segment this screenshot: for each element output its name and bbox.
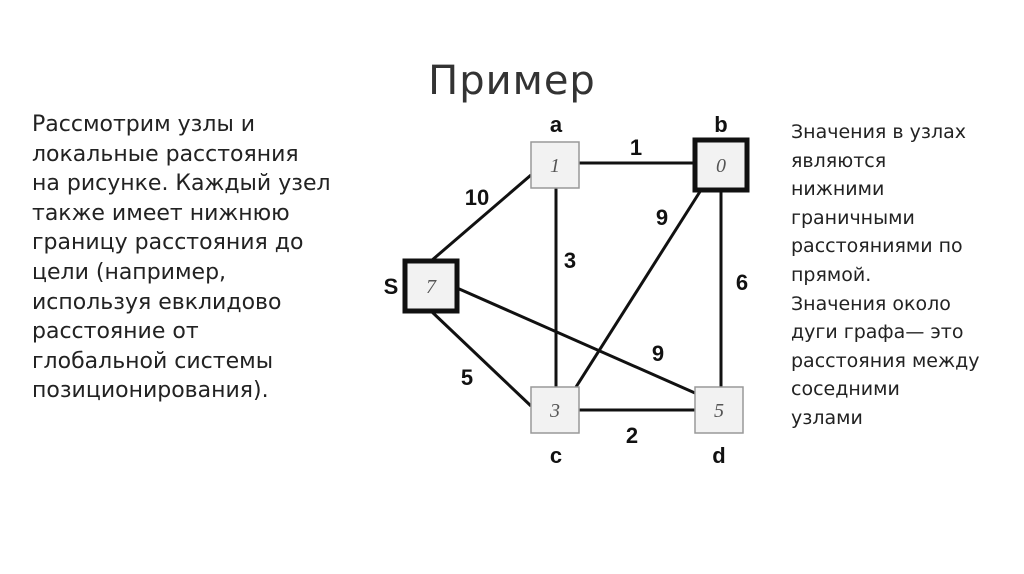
node-box-c [530,386,580,434]
right-text-line: узлами [791,406,863,429]
edge-s-d [456,286,696,395]
edge-s-c [429,309,533,408]
right-text-line: расстояния между [791,349,980,372]
node-value-a: 1 [550,155,560,177]
left-text-line: используя евклидово [32,289,282,315]
edge-weight-a-c: 3 [564,248,576,273]
node-label-a: a [550,112,563,137]
right-text-line: расстояниями по [791,235,963,258]
edge-weight-s-c: 5 [461,365,473,390]
right-text-line: соседними [791,378,900,401]
left-text-line: Рассмотрим узлы и [32,112,256,137]
right-text-line: прямой. [791,263,872,286]
left-text-line: также имеет нижнюю [32,200,290,226]
right-text-line: Значения в узлах [791,121,967,143]
left-description: Рассмотрим узлы и локальные расстояния н… [32,110,372,406]
node-label-d: d [712,443,725,468]
node-box-a [530,141,580,189]
left-text-line: цели (например, [32,259,227,285]
left-text-line: расстояние от [32,319,199,345]
edge-weight-c-b: 9 [656,205,668,230]
node-value-c: 3 [549,400,560,422]
edge-weight-c-d: 2 [626,423,638,448]
node-box-d [694,386,744,434]
node-label-s: S [384,274,399,299]
right-text-line: являются [791,149,887,172]
slide-title: Пример [428,58,596,104]
left-text-line: глобальной системы [32,348,274,374]
node-label-c: c [550,443,562,468]
edge-weight-b-d: 6 [736,270,748,295]
node-value-b: 0 [716,155,726,177]
right-text-line: дуги графа— это [791,321,964,344]
edge-weight-s-d: 9 [652,341,664,366]
node-value-d: 5 [714,400,724,422]
edge-weight-s-a: 10 [465,185,489,210]
right-text-line: нижними [791,178,885,201]
left-text-line: локальные расстояния [32,141,299,167]
node-value-s: 7 [426,276,437,298]
edge-c-b [574,189,703,388]
left-text-line: на рисунке. Каждый узел [32,171,331,197]
right-text-line: граничными [791,206,915,229]
edge-s-a [430,173,532,263]
right-text-line: Значения около [791,292,951,315]
node-label-b: b [714,112,727,137]
node-box-s [402,258,460,314]
left-text-line: границу расстояния до [32,230,304,256]
edge-weight-a-b: 1 [630,135,642,160]
node-box-b [692,137,750,193]
right-description: Значения в узлах являются нижними гранич… [791,118,1016,433]
left-text-line: позиционирования). [32,378,269,404]
